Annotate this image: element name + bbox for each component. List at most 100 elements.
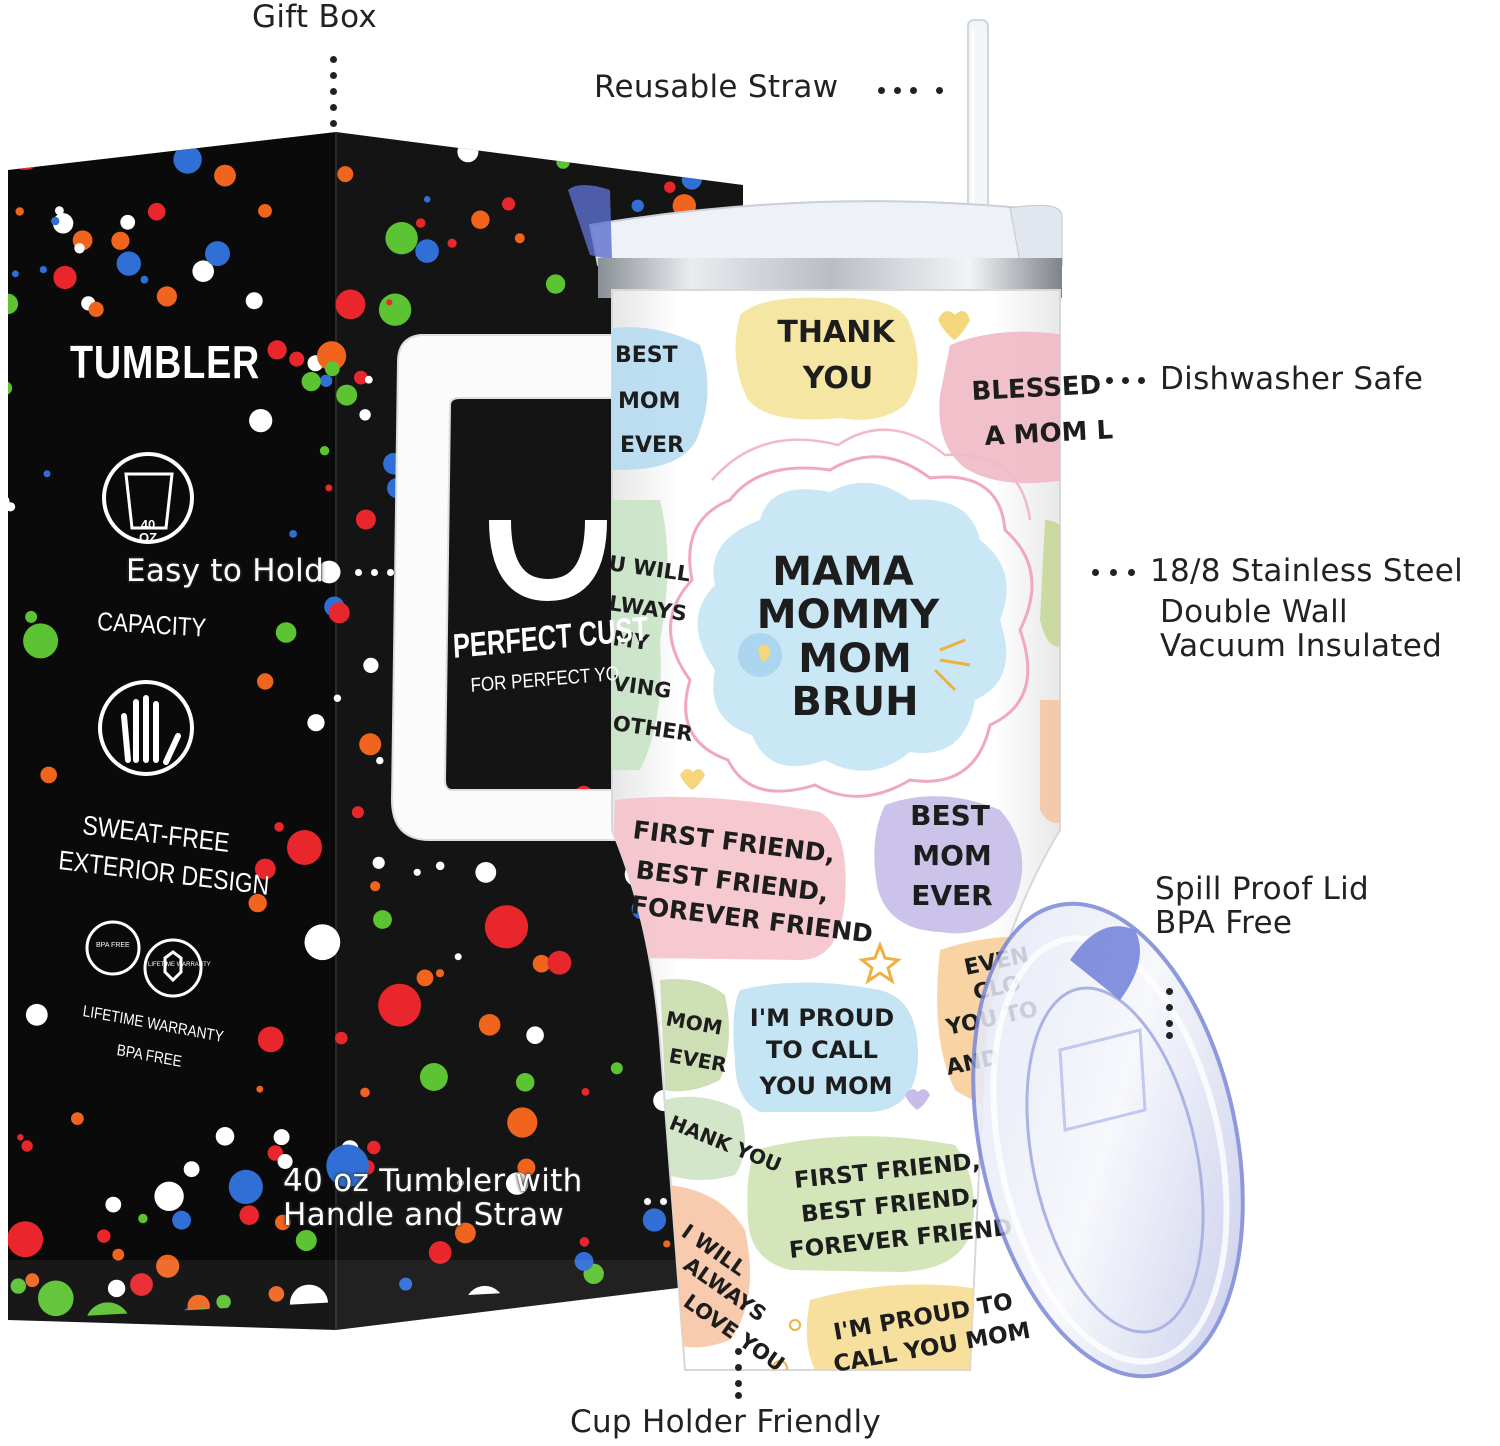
box-confetti-dot (8, 293, 19, 315)
box-confetti-dot (173, 145, 202, 174)
box-confetti-dot (324, 361, 340, 377)
box-confetti-dot (317, 560, 341, 584)
box-confetti-dot (239, 1205, 259, 1225)
box-confetti-dot (183, 1161, 200, 1178)
callout-spill-proof-line-2: BPA Free (1155, 905, 1293, 941)
box-confetti-dot (21, 1140, 33, 1152)
box-confetti-dot (289, 351, 305, 367)
box-confetti-dot (8, 1221, 44, 1258)
leader-dot (878, 87, 885, 94)
box-confetti-dot (55, 206, 64, 216)
box-confetti-dot (258, 204, 272, 218)
cup-text: THANK (777, 315, 896, 350)
box-confetti-dot (484, 905, 529, 949)
box-confetti-dot (107, 1279, 126, 1298)
box-confetti-dot (25, 1003, 48, 1026)
leader-dot (1110, 569, 1117, 576)
box-confetti-dot (454, 953, 462, 961)
box-confetti-dot (25, 610, 38, 623)
box-confetti-dot (478, 1014, 501, 1036)
cup-text: TO CALL (766, 1036, 878, 1064)
box-confetti-dot (581, 1088, 590, 1096)
box-confetti-dot (248, 893, 267, 913)
callout-gift-box: Gift Box (252, 0, 378, 35)
box-confetti-dot (378, 983, 421, 1027)
box-confetti-dot (435, 969, 445, 978)
cup-text: EVER (620, 433, 684, 458)
box-confetti-dot (373, 910, 392, 929)
box-confetti-dot (112, 1248, 125, 1261)
box-badge-warranty: LIFETIME WARRANTY (148, 962, 211, 968)
capacity-icon (102, 452, 194, 544)
box-confetti-dot (664, 181, 676, 193)
box-confetti-dot (172, 1210, 192, 1230)
box-confetti-dot (363, 657, 379, 674)
box-confetti-dot (17, 1134, 24, 1141)
box-confetti-dot (138, 1213, 148, 1224)
leader-dot (936, 87, 943, 94)
cup-text: BRUH (791, 679, 918, 725)
cup-text: MOM (618, 389, 681, 414)
box-capacity-badge: 40 OZ (138, 517, 158, 545)
box-confetti-dot (277, 1154, 293, 1169)
leader-dot (330, 104, 337, 111)
box-confetti-dot (140, 275, 149, 284)
box-confetti-dot (514, 233, 525, 244)
box-confetti-dot (273, 1129, 290, 1146)
box-confetti-dot (415, 239, 439, 263)
leader-dot (1166, 1020, 1173, 1027)
box-confetti-dot (378, 293, 412, 326)
box-confetti-dot (25, 1273, 40, 1288)
cup-body (611, 289, 1061, 1371)
cup-text: A MOM L (984, 415, 1114, 452)
box-confetti-dot (364, 375, 373, 384)
box-confetti-dot (105, 1196, 122, 1213)
box-confetti-dot (419, 1063, 448, 1091)
box-confetti-dot (517, 1158, 536, 1177)
box-confetti-dot (88, 301, 104, 317)
callout-stainless-line-1: 18/8 Stainless Steel (1150, 553, 1463, 589)
box-confetti-dot (268, 1286, 285, 1302)
box-confetti-dot (337, 166, 354, 183)
box-confetti-dot (610, 1062, 623, 1075)
leader-dot (1138, 377, 1145, 384)
box-confetti-dot (335, 289, 366, 320)
leader-dot (910, 87, 917, 94)
box-confetti-dot (8, 502, 16, 512)
box-confetti-dot (130, 1273, 153, 1296)
leader-dot (1122, 377, 1129, 384)
box-confetti-dot (295, 1230, 317, 1251)
box-confetti-dot (428, 1241, 452, 1264)
box-confetti-dot (267, 1145, 283, 1161)
cup-text: YOU MOM (759, 1072, 893, 1100)
box-confetti-dot (547, 950, 572, 975)
box-confetti-dot (435, 861, 445, 871)
box-confetti-dot (471, 210, 490, 229)
box-confetti-dot (359, 733, 382, 756)
callout-dishwasher-safe: Dishwasher Safe (1160, 361, 1424, 397)
box-confetti-dot (43, 470, 51, 478)
box-confetti-dot (53, 265, 77, 290)
cup-text: YOU (802, 361, 874, 396)
box-confetti-dot (360, 1087, 370, 1098)
leader-dot (1166, 1004, 1173, 1011)
box-confetti-dot (455, 1222, 476, 1244)
box-confetti-dot (556, 155, 570, 169)
box-confetti-dot (317, 341, 347, 371)
box-confetti-dot (354, 370, 368, 385)
box-confetti-dot (328, 602, 350, 624)
callout-tumbler-line-2: Handle and Straw (283, 1197, 565, 1233)
box-confetti-dot (663, 1240, 671, 1248)
leader-dot (1166, 988, 1173, 995)
box-confetti-dot (336, 384, 358, 406)
box-confetti-dot (325, 484, 333, 492)
box-confetti-dot (156, 286, 177, 307)
box-confetti-dot (372, 856, 385, 869)
box-confetti-dot (147, 202, 166, 221)
box-confetti-dot (256, 1085, 264, 1093)
box-confetti-dot (38, 1280, 74, 1317)
box-confetti-dot (631, 199, 644, 212)
box-confetti-dot (289, 530, 297, 538)
box-confetti-dot (214, 164, 236, 187)
